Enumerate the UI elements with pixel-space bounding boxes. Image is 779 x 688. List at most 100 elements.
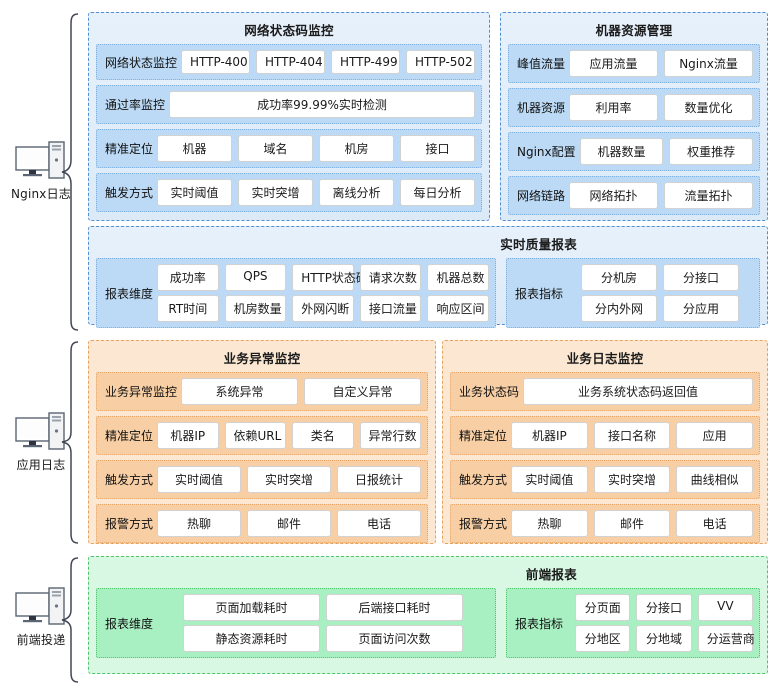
chip-class-name[interactable]: 类名 bbox=[292, 422, 354, 449]
chip-static-resource-time[interactable]: 静态资源耗时 bbox=[183, 625, 321, 652]
row-items: 利用率 数量优化 bbox=[569, 94, 754, 121]
chip-offline-analysis[interactable]: 离线分析 bbox=[319, 179, 395, 206]
chip-machine-ip[interactable]: 机器IP bbox=[157, 422, 219, 449]
chip-machine-total[interactable]: 机器总数 bbox=[427, 264, 490, 291]
row-label: 精准定位 bbox=[105, 142, 154, 156]
chip-vv[interactable]: VV bbox=[697, 594, 753, 621]
chip-system-exception[interactable]: 系统异常 bbox=[181, 378, 299, 405]
brace-app bbox=[61, 341, 79, 544]
row-items: 网络拓扑 流量拓扑 bbox=[569, 182, 754, 209]
row-items: 应用流量 Nginx流量 bbox=[569, 50, 754, 77]
chip-realtime-surge[interactable]: 实时突增 bbox=[238, 179, 314, 206]
row-label: 精准定位 bbox=[105, 429, 154, 443]
chip-page-load-time[interactable]: 页面加载耗时 bbox=[183, 594, 321, 621]
chip-http-status-code[interactable]: HTTP状态码 bbox=[292, 264, 368, 291]
brace-frontend bbox=[61, 557, 79, 683]
chip-daily-analysis[interactable]: 每日分析 bbox=[400, 179, 476, 206]
chip-by-interface[interactable]: 分接口 bbox=[636, 594, 692, 621]
panel-title-business-log: 业务日志监控 bbox=[566, 351, 644, 366]
chip-request-count[interactable]: 请求次数 bbox=[359, 264, 422, 291]
panel-title-network-status: 网络状态码监控 bbox=[244, 23, 334, 38]
chip-by-region[interactable]: 分地区 bbox=[575, 625, 631, 652]
row-items: 系统异常 自定义异常 bbox=[181, 378, 422, 405]
chip-network-topology[interactable]: 网络拓扑 bbox=[569, 182, 659, 209]
chip-custom-exception[interactable]: 自定义异常 bbox=[304, 378, 422, 405]
chip-business-status-return[interactable]: 业务系统状态码返回值 bbox=[523, 378, 753, 405]
source-rail: Nginx日志 应用日志 bbox=[0, 0, 82, 688]
chip-extranet-flicker[interactable]: 外网闪断 bbox=[292, 295, 354, 322]
chip-by-interface[interactable]: 分接口 bbox=[663, 264, 740, 291]
chip-response-range[interactable]: 响应区间 bbox=[427, 295, 490, 322]
panel-business-exception: 业务异常监控 业务异常监控 系统异常 自定义异常 精准定位 机器IP 依赖URL… bbox=[88, 340, 436, 544]
chip-phone[interactable]: 电话 bbox=[337, 510, 422, 537]
chip-http-499[interactable]: HTTP-499 bbox=[331, 50, 401, 74]
row-items: 热聊 邮件 电话 bbox=[157, 510, 422, 537]
chip-idc[interactable]: 机房 bbox=[319, 135, 395, 162]
chip-curve-similarity[interactable]: 曲线相似 bbox=[676, 466, 753, 493]
chip-interface[interactable]: 接口 bbox=[400, 135, 476, 162]
chip-weight-recommendation[interactable]: 权重推荐 bbox=[669, 138, 754, 165]
chip-app-traffic[interactable]: 应用流量 bbox=[569, 50, 659, 77]
chip-by-area[interactable]: 分地域 bbox=[636, 625, 692, 652]
chip-rt-time[interactable]: RT时间 bbox=[157, 295, 219, 322]
computer-icon bbox=[15, 141, 65, 179]
chip-realtime-threshold[interactable]: 实时阈值 bbox=[157, 466, 242, 493]
chip-machine-ip[interactable]: 机器IP bbox=[511, 422, 588, 449]
chip-by-idc[interactable]: 分机房 bbox=[581, 264, 658, 291]
source-node-nginx: Nginx日志 bbox=[4, 140, 78, 202]
chip-interface-traffic[interactable]: 接口流量 bbox=[359, 295, 422, 322]
row-items: 分页面 分接口 VV 分地区 分地域 分运营商 bbox=[567, 594, 755, 652]
chip-email[interactable]: 邮件 bbox=[247, 510, 332, 537]
chip-exception-line[interactable]: 异常行数 bbox=[359, 422, 422, 449]
chip-interface-name[interactable]: 接口名称 bbox=[593, 422, 671, 449]
chip-email[interactable]: 邮件 bbox=[593, 510, 671, 537]
row-label: 网络状态监控 bbox=[105, 55, 178, 70]
row-peak-traffic: 峰值流量 应用流量 Nginx流量 bbox=[508, 44, 760, 83]
chip-realtime-surge[interactable]: 实时突增 bbox=[247, 466, 332, 493]
computer-icon bbox=[15, 412, 65, 450]
chip-hotchat[interactable]: 热聊 bbox=[157, 510, 242, 537]
source-label-frontend: 前端投递 bbox=[16, 633, 66, 647]
row-label: 报表指标 bbox=[515, 286, 564, 301]
chip-by-page[interactable]: 分页面 bbox=[575, 594, 631, 621]
chip-realtime-threshold[interactable]: 实时阈值 bbox=[511, 466, 588, 493]
chip-qps[interactable]: QPS bbox=[224, 264, 287, 291]
row-list: 网络状态监控 HTTP-400 HTTP-404 HTTP-499 HTTP-5… bbox=[89, 44, 489, 219]
row-trigger-mode: 触发方式 实时阈值 实时突增 曲线相似 bbox=[450, 460, 760, 499]
chip-http-400[interactable]: HTTP-400 bbox=[181, 50, 251, 74]
chip-by-intranet-extranet[interactable]: 分内外网 bbox=[581, 295, 658, 322]
chip-domain[interactable]: 域名 bbox=[238, 135, 314, 162]
chip-page-visit-count[interactable]: 页面访问次数 bbox=[326, 625, 464, 652]
chip-http-404[interactable]: HTTP-404 bbox=[256, 50, 326, 74]
chip-traffic-topology[interactable]: 流量拓扑 bbox=[664, 182, 754, 209]
chip-success-rate[interactable]: 成功率 bbox=[157, 264, 219, 291]
row-items: 实时阈值 实时突增 曲线相似 bbox=[511, 466, 753, 493]
chip-machine-count[interactable]: 机器数量 bbox=[579, 138, 664, 165]
chip-success-rate[interactable]: 成功率99.99%实时检测 bbox=[169, 91, 475, 118]
row-report-dimension: 报表维度 页面加载耗时 后端接口耗时 静态资源耗时 页面访问次数 bbox=[96, 588, 497, 658]
chip-realtime-threshold[interactable]: 实时阈值 bbox=[157, 179, 233, 206]
chip-realtime-surge[interactable]: 实时突增 bbox=[593, 466, 671, 493]
row-items: 成功率 QPS HTTP状态码 请求次数 机器总数 RT时间 机房数量 外网闪断… bbox=[157, 264, 490, 322]
chip-http-502[interactable]: HTTP-502 bbox=[406, 50, 476, 74]
chip-hotchat[interactable]: 热聊 bbox=[511, 510, 588, 537]
chip-utilization[interactable]: 利用率 bbox=[569, 94, 659, 121]
chip-by-application[interactable]: 分应用 bbox=[663, 295, 740, 322]
chip-phone[interactable]: 电话 bbox=[676, 510, 753, 537]
chip-by-isp[interactable]: 分运营商 bbox=[697, 625, 755, 652]
chip-dependent-url[interactable]: 依赖URL bbox=[224, 422, 287, 449]
row-label: 业务状态码 bbox=[459, 385, 520, 399]
chip-idc-count[interactable]: 机房数量 bbox=[224, 295, 287, 322]
source-label-app: 应用日志 bbox=[16, 458, 66, 472]
chip-nginx-traffic[interactable]: Nginx流量 bbox=[664, 50, 754, 77]
chip-quantity-optimization[interactable]: 数量优化 bbox=[664, 94, 754, 121]
chip-backend-interface-time[interactable]: 后端接口耗时 bbox=[326, 594, 464, 621]
row-label: 报警方式 bbox=[105, 517, 154, 531]
row-business-exception-monitor: 业务异常监控 系统异常 自定义异常 bbox=[96, 372, 428, 411]
chip-machine[interactable]: 机器 bbox=[157, 135, 233, 162]
row-report-metric: 报表指标 分页面 分接口 VV 分地区 分地域 分运营商 bbox=[506, 588, 761, 658]
chip-daily-report[interactable]: 日报统计 bbox=[337, 466, 422, 493]
chip-application[interactable]: 应用 bbox=[676, 422, 753, 449]
row-label: 峰值流量 bbox=[517, 57, 566, 71]
